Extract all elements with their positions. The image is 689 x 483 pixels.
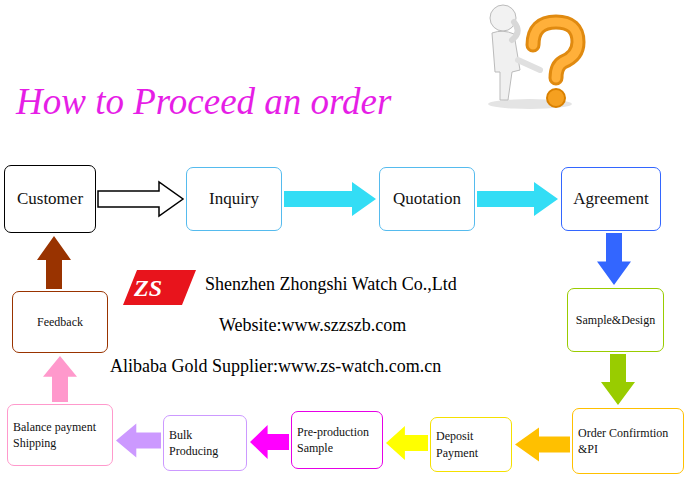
block-arrow xyxy=(98,182,183,216)
block-arrow xyxy=(601,354,635,405)
logo-badge xyxy=(123,270,196,305)
process-box: Inquiry xyxy=(186,167,282,231)
box-text: Deposit Payment xyxy=(436,428,506,460)
block-arrow xyxy=(284,182,376,216)
diagram-title: How to Proceed an order xyxy=(16,80,391,123)
block-arrow xyxy=(477,182,558,216)
block-arrow xyxy=(386,426,428,460)
process-box: Deposit Payment xyxy=(430,417,512,472)
supplier-note: Alibaba Gold Supplier:www.zs-watch.com.c… xyxy=(110,356,441,377)
company-name: Shenzhen Zhongshi Watch Co.,Ltd xyxy=(205,274,457,295)
box-text: Agreement xyxy=(573,188,649,211)
process-box: Quotation xyxy=(379,167,475,231)
block-arrow xyxy=(597,233,631,285)
process-box: Agreement xyxy=(561,167,661,231)
box-text: Bulk Producing xyxy=(169,427,241,459)
process-box: Order Confirmtion &PI xyxy=(572,408,684,474)
block-arrow xyxy=(116,424,161,458)
box-text: Quotation xyxy=(393,188,461,211)
block-arrow xyxy=(250,425,289,459)
box-text: Order Confirmtion &PI xyxy=(578,425,678,457)
process-box: Feedback xyxy=(12,291,108,353)
block-arrow xyxy=(37,236,71,289)
box-text: Balance payment Shipping xyxy=(13,419,107,451)
box-text: Pre-production Sample xyxy=(297,424,377,456)
box-text: Feedback xyxy=(37,314,83,330)
question-mark-symbol xyxy=(533,22,578,107)
block-arrow xyxy=(43,356,77,402)
box-text: Customer xyxy=(17,188,83,211)
logo-text: ZS xyxy=(134,275,162,302)
website-note: Website:www.szzszb.com xyxy=(219,315,406,336)
process-box: Balance payment Shipping xyxy=(7,404,113,466)
process-box: Bulk Producing xyxy=(163,415,247,471)
process-box: Sample&Design xyxy=(567,288,664,352)
box-text: Inquiry xyxy=(209,188,259,211)
process-box: Pre-production Sample xyxy=(291,411,383,469)
process-box: Customer xyxy=(4,165,96,233)
block-arrow xyxy=(515,428,570,462)
box-text: Sample&Design xyxy=(576,312,655,328)
